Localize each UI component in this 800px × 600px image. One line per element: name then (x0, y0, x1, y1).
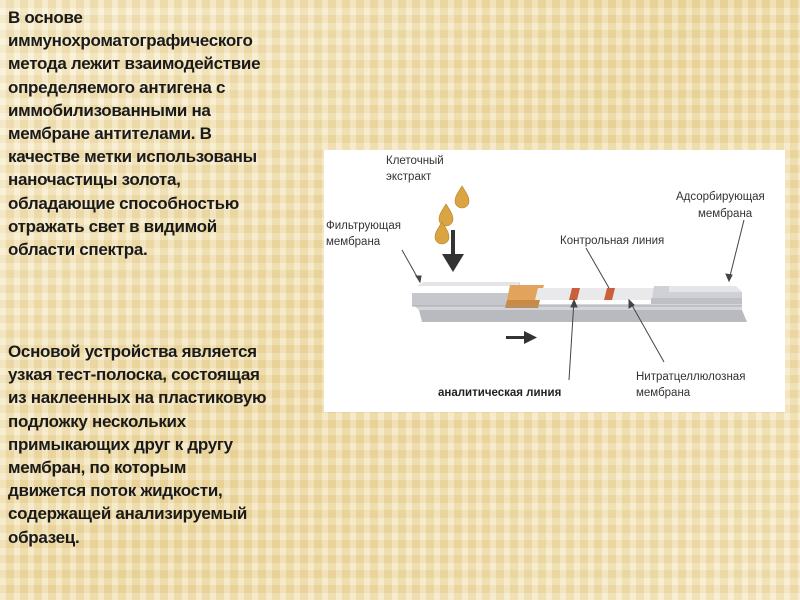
diagram-canvas: Клеточный экстракт Фильтрующая мембрана … (326, 155, 765, 399)
label-filter-membrane-line2: мембрана (326, 236, 381, 248)
label-nitrocellulose-line2: мембрана (636, 387, 691, 399)
pointer-arrowhead (415, 275, 422, 284)
text-line: отражать свет в видимой (8, 216, 217, 236)
text-line: образец. (8, 527, 80, 547)
label-analytic-line: аналитическая линия (438, 387, 561, 399)
pointer-analytic (568, 299, 575, 381)
label-nitrocellulose-line1: Нитратцеллюлозная (636, 371, 745, 383)
pointer-arrowhead (725, 273, 733, 283)
drop-icon (454, 185, 470, 209)
text-line: подложку нескольких (8, 411, 186, 431)
text-line: из наклеенных на пластиковую (8, 388, 267, 408)
text-line: примыкающих друг к другу (8, 434, 233, 454)
drop-icon (438, 203, 454, 227)
flow-arrow-icon (506, 331, 537, 344)
text-line: мембран, по которым (8, 458, 187, 478)
label-filter-membrane-line1: Фильтрующая (326, 220, 401, 232)
text-line: иммунохроматографического (8, 31, 253, 51)
text-line: обладающие способностью (8, 193, 239, 213)
pointer-lines (401, 219, 745, 381)
text-line: мембране антителами. В (8, 124, 212, 144)
test-strip-icon (412, 282, 747, 322)
paragraph-device-description: Основой устройства является узкая тест-п… (8, 340, 313, 549)
text-line: области спектра. (8, 240, 148, 260)
text-line: наночастицы золота, (8, 170, 181, 190)
pointer-adsorb (728, 219, 745, 281)
label-adsorbing-membrane-line1: Адсорбирующая (676, 191, 765, 203)
pointer-nitro (628, 299, 665, 363)
down-arrow-icon (442, 230, 464, 272)
paragraph-method-principle: В основе иммунохроматографического метод… (8, 6, 313, 261)
label-adsorbing-membrane-line2: мембрана (698, 208, 753, 220)
liquid-drops-icon (434, 185, 470, 245)
text-line: метода лежит взаимодействие (8, 54, 261, 74)
text-line: Основой устройства является (8, 342, 257, 361)
pointer-arrowhead (628, 298, 635, 309)
drop-icon (434, 221, 450, 245)
text-line: В основе (8, 8, 83, 27)
text-line: качестве метки использованы (8, 147, 257, 167)
label-control-line: Контрольная линия (560, 235, 664, 247)
text-line: определяемого антигена с (8, 77, 226, 97)
text-line: узкая тест-полоска, состоящая (8, 365, 260, 385)
label-cell-extract-line2: экстракт (386, 171, 432, 183)
text-line: содержащей анализируемый (8, 504, 248, 524)
test-strip-diagram: Клеточный экстракт Фильтрующая мембрана … (324, 150, 785, 412)
text-line: иммобилизованными на (8, 100, 211, 120)
text-line: движется поток жидкости, (8, 481, 223, 501)
pointer-arrowhead (570, 298, 578, 308)
pointer-control (585, 247, 610, 289)
label-cell-extract-line1: Клеточный (386, 155, 444, 167)
